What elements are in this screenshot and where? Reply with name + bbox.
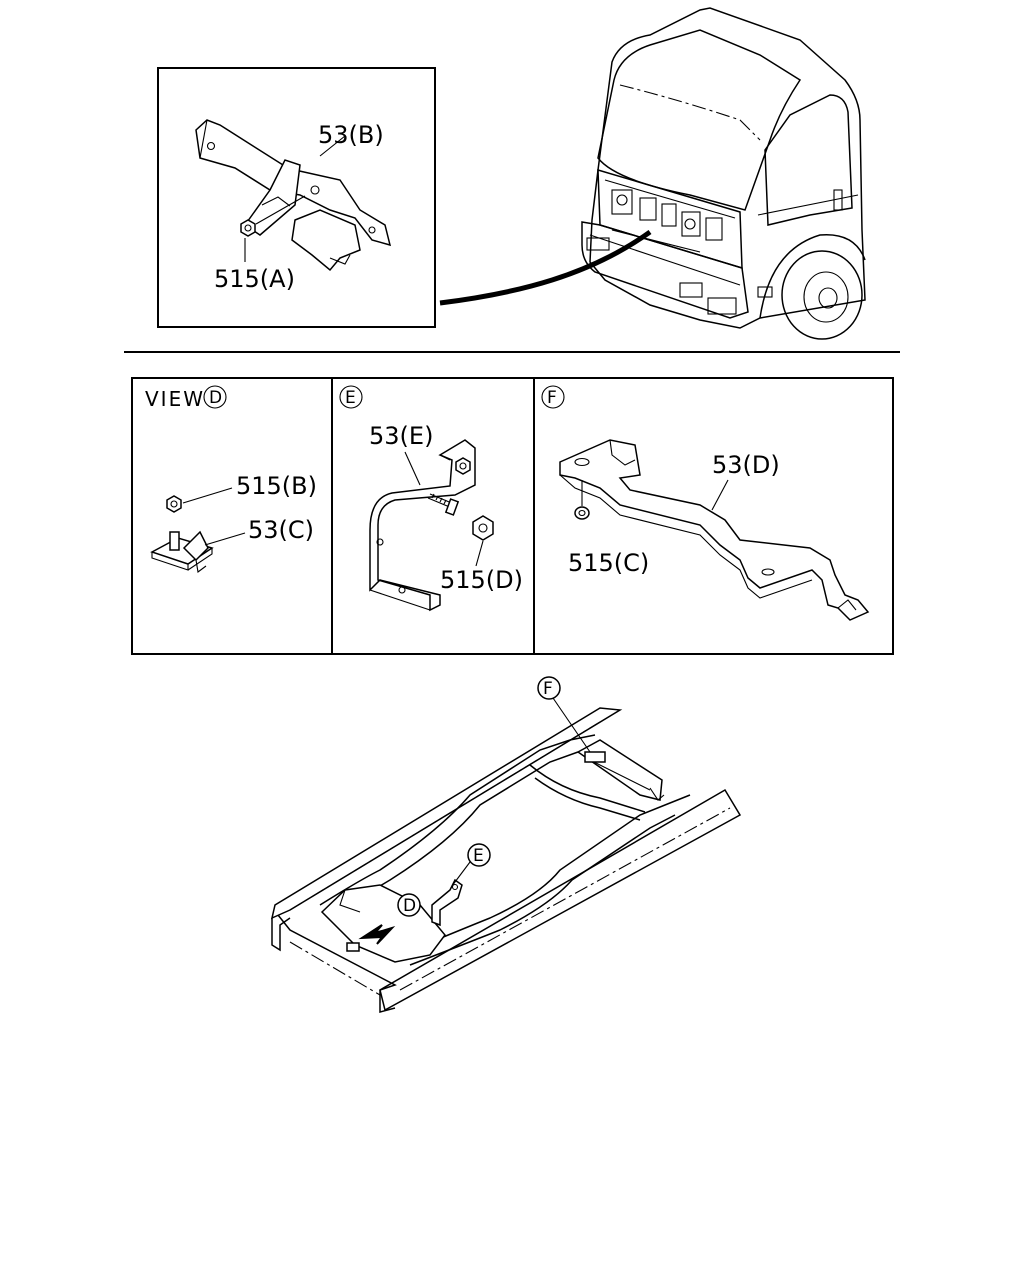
nut-515c-drawing — [574, 506, 590, 520]
marker-f-letter: F — [543, 679, 553, 699]
panel-f-letter: F — [547, 388, 557, 408]
marker-d-circled-letter-icon — [397, 893, 421, 917]
label-53b: 53(B) — [318, 121, 384, 149]
panel-f-circled-letter-icon — [541, 385, 565, 409]
label-515d: 515(D) — [440, 566, 523, 594]
arrow-left-down-icon — [358, 924, 396, 945]
bracket-53c-drawing — [150, 530, 214, 573]
marker-f-circled-letter-icon — [537, 676, 561, 700]
label-53d: 53(D) — [712, 451, 780, 479]
panel-e: E 53(E) 515(D) — [339, 385, 523, 612]
label-515c: 515(C) — [568, 549, 649, 577]
bracket-53e-drawing — [369, 439, 476, 612]
bolt-drawing — [427, 493, 460, 516]
marker-d-letter: D — [403, 896, 416, 916]
truck-cab-drawing — [581, 7, 866, 340]
panel-f: F 53(D) 515(C) — [541, 385, 870, 621]
view-d-circled-letter-icon — [203, 385, 227, 409]
nut-515a-drawing — [240, 195, 306, 237]
panel-e-circled-letter-icon — [339, 385, 363, 409]
panel-view-d: VIEW D 515(B) 53(C) — [145, 385, 317, 573]
view-label: VIEW — [145, 387, 205, 411]
bracket-53d-drawing — [559, 439, 870, 621]
leader-to-truck — [439, 229, 652, 306]
view-d-letter: D — [209, 388, 222, 408]
bracket-53b-drawing — [195, 119, 392, 272]
label-515a: 515(A) — [214, 265, 295, 293]
nut-515d-drawing — [472, 515, 494, 541]
label-515b: 515(B) — [236, 472, 317, 500]
label-53e: 53(E) — [369, 422, 433, 450]
nut-515b-drawing — [166, 495, 182, 513]
view-panels: VIEW D 515(B) 53(C) E 53 — [131, 377, 894, 655]
panel-e-letter: E — [345, 388, 356, 408]
label-53c: 53(C) — [248, 516, 314, 544]
detail-box-53b: 53(B) 515(A) — [157, 67, 436, 328]
marker-e-letter: E — [473, 846, 484, 866]
chassis-frame-drawing: F E D — [270, 676, 742, 1013]
marker-e-circled-letter-icon — [467, 843, 491, 867]
